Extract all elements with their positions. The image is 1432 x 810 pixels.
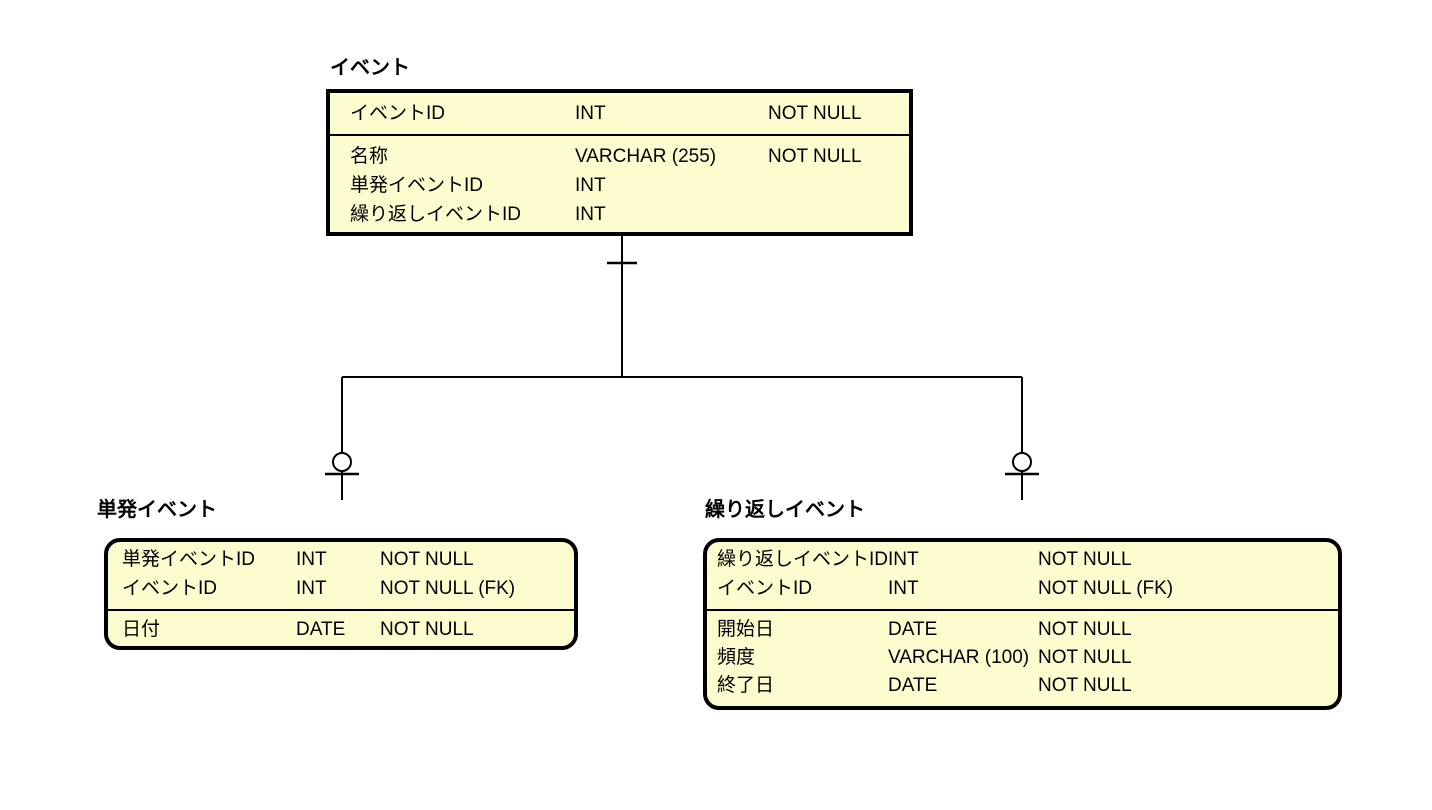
attribute-row: 繰り返しイベントID INT NOT NULL bbox=[707, 546, 1338, 575]
attribute-name: 日付 bbox=[122, 619, 161, 640]
attribute-row: 名称 VARCHAR (255) NOT NULL bbox=[330, 142, 909, 171]
attribute-type: INT bbox=[575, 175, 606, 196]
entity-event-attr-section: 名称 VARCHAR (255) NOT NULL 単発イベントID INT 繰… bbox=[330, 136, 909, 229]
attribute-row: 開始日 DATE NOT NULL bbox=[707, 616, 1338, 644]
entity-recurring-event: 繰り返しイベントID INT NOT NULL イベントID INT NOT N… bbox=[703, 538, 1342, 710]
attribute-nullability: NOT NULL bbox=[380, 549, 474, 570]
entity-single-event-key-section: 単発イベントID INT NOT NULL イベントID INT NOT NUL… bbox=[108, 542, 574, 611]
attribute-name: イベントID bbox=[122, 577, 218, 599]
attribute-type: INT bbox=[888, 549, 919, 570]
attribute-name: 単発イベントID bbox=[350, 175, 484, 196]
attribute-name: 繰り返しイベントID bbox=[717, 549, 889, 570]
attribute-row: 繰り返しイベントID INT bbox=[330, 200, 909, 229]
attribute-row: 日付 DATE NOT NULL bbox=[108, 616, 574, 644]
entity-single-event-attr-section: 日付 DATE NOT NULL bbox=[108, 611, 574, 644]
attribute-nullability: NOT NULL (FK) bbox=[1038, 577, 1174, 599]
attribute-type: DATE bbox=[888, 619, 938, 640]
attribute-name: 繰り返しイベントID bbox=[350, 204, 522, 225]
attribute-type: INT bbox=[296, 549, 327, 570]
attribute-row: イベントID INT NOT NULL (FK) bbox=[108, 575, 574, 604]
entity-title-single-event: 単発イベント bbox=[97, 499, 217, 521]
attribute-row: 終了日 DATE NOT NULL bbox=[707, 672, 1338, 700]
attribute-name: 頻度 bbox=[717, 647, 756, 668]
attribute-name: 名称 bbox=[350, 146, 389, 167]
attribute-nullability: NOT NULL bbox=[1038, 619, 1132, 640]
attribute-name: イベントID bbox=[717, 577, 813, 599]
attribute-type: DATE bbox=[888, 675, 938, 696]
entity-title-event: イベント bbox=[330, 57, 410, 79]
attribute-type: INT bbox=[296, 577, 327, 599]
attribute-type: DATE bbox=[296, 619, 346, 640]
attribute-nullability: NOT NULL bbox=[768, 146, 862, 167]
attribute-type: VARCHAR (255) bbox=[575, 146, 717, 167]
entity-single-event: 単発イベントID INT NOT NULL イベントID INT NOT NUL… bbox=[104, 538, 578, 650]
attribute-name: 終了日 bbox=[717, 675, 775, 696]
attribute-row: 頻度 VARCHAR (100) NOT NULL bbox=[707, 644, 1338, 672]
attribute-nullability: NOT NULL bbox=[768, 103, 862, 124]
attribute-nullability: NOT NULL (FK) bbox=[380, 577, 516, 599]
attribute-name: イベントID bbox=[350, 103, 446, 124]
zero-or-one-circle-icon bbox=[1012, 452, 1032, 472]
attribute-type: INT bbox=[575, 103, 606, 124]
attribute-nullability: NOT NULL bbox=[1038, 549, 1132, 570]
attribute-name: 開始日 bbox=[717, 619, 775, 640]
zero-or-one-circle-icon bbox=[332, 452, 352, 472]
entity-event-key-section: イベントID INT NOT NULL bbox=[330, 93, 909, 136]
attribute-nullability: NOT NULL bbox=[380, 619, 474, 640]
entity-recurring-event-key-section: 繰り返しイベントID INT NOT NULL イベントID INT NOT N… bbox=[707, 542, 1338, 611]
attribute-row: イベントID INT NOT NULL bbox=[330, 100, 909, 128]
attribute-nullability: NOT NULL bbox=[1038, 647, 1132, 668]
attribute-type: INT bbox=[888, 577, 919, 599]
attribute-nullability: NOT NULL bbox=[1038, 675, 1132, 696]
attribute-name: 単発イベントID bbox=[122, 549, 256, 570]
attribute-type: VARCHAR (100) bbox=[888, 647, 1030, 668]
attribute-row: 単発イベントID INT NOT NULL bbox=[108, 546, 574, 575]
entity-recurring-event-attr-section: 開始日 DATE NOT NULL 頻度 VARCHAR (100) NOT N… bbox=[707, 611, 1338, 700]
entity-event: イベントID INT NOT NULL 名称 VARCHAR (255) NOT… bbox=[326, 89, 913, 236]
attribute-nullability bbox=[768, 200, 909, 229]
attribute-row: 単発イベントID INT bbox=[330, 171, 909, 200]
attribute-nullability bbox=[768, 171, 909, 200]
entity-title-recurring-event: 繰り返しイベント bbox=[705, 499, 865, 521]
attribute-row: イベントID INT NOT NULL (FK) bbox=[707, 575, 1338, 604]
attribute-type: INT bbox=[575, 204, 606, 225]
